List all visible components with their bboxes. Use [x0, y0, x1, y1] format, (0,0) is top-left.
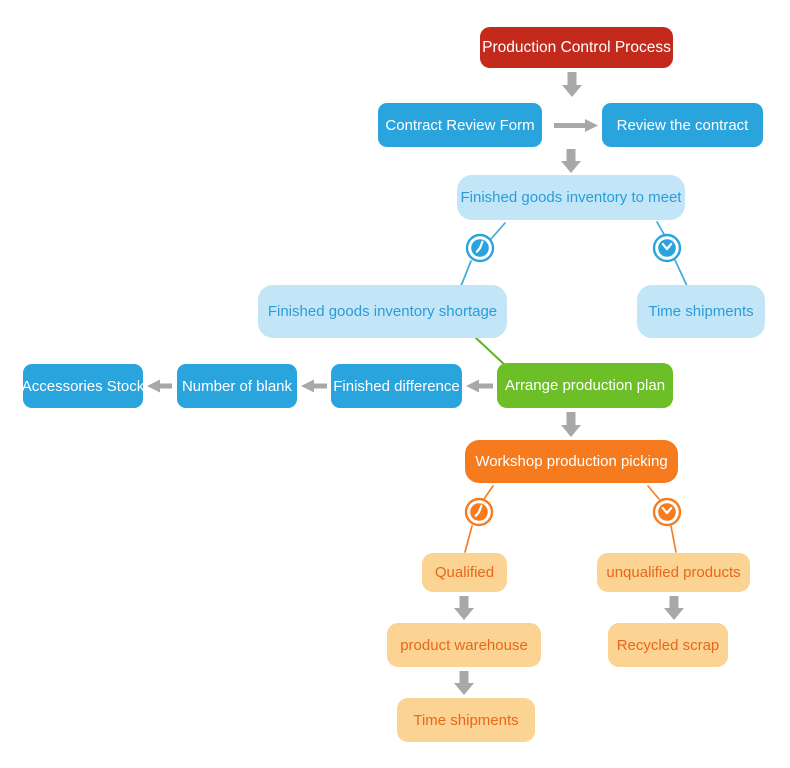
- node-time-shipments-lower: Time shipments: [397, 698, 535, 742]
- connector-line: [647, 485, 660, 500]
- arrow-right: [554, 119, 598, 132]
- node-unqualified-products: unqualified products: [597, 553, 750, 592]
- arrow-left: [147, 379, 172, 393]
- node-finished-difference: Finished difference: [331, 364, 462, 408]
- arrow-down: [664, 596, 684, 620]
- arrow-down: [561, 412, 581, 437]
- connector-line: [656, 221, 666, 237]
- arrow-down: [454, 671, 474, 695]
- node-workshop-production-picking: Workshop production picking: [465, 440, 678, 483]
- node-production-control-process: Production Control Process: [480, 27, 673, 68]
- node-product-warehouse: product warehouse: [387, 623, 541, 667]
- connector-line: [490, 222, 506, 240]
- clock-icon: [464, 497, 494, 527]
- node-time-shipments-upper: Time shipments: [637, 285, 765, 338]
- arrow-left: [301, 379, 327, 393]
- node-finished-goods-inventory-shortage: Finished goods inventory shortage: [258, 285, 507, 338]
- node-recycled-scrap: Recycled scrap: [608, 623, 728, 667]
- node-accessories-stock: Accessories Stock: [22, 364, 144, 408]
- connector-line: [483, 485, 494, 500]
- node-review-the-contract: Review the contract: [602, 103, 763, 147]
- node-arrange-production-plan: Arrange production plan: [497, 363, 673, 408]
- arrow-down: [562, 72, 582, 97]
- clock-icon: [652, 497, 682, 527]
- node-qualified: Qualified: [422, 553, 507, 592]
- node-number-of-blank: Number of blank: [177, 364, 297, 408]
- clock-icon: [652, 233, 682, 263]
- connector-line: [475, 337, 507, 367]
- arrow-down: [454, 596, 474, 620]
- arrow-left: [466, 379, 493, 393]
- connector-line: [460, 260, 472, 287]
- connector-line: [670, 525, 677, 553]
- connector-line: [464, 525, 473, 553]
- node-contract-review-form: Contract Review Form: [378, 103, 542, 147]
- arrow-down: [561, 149, 581, 173]
- node-finished-goods-inventory-to-meet: Finished goods inventory to meet: [457, 175, 685, 220]
- connector-line: [674, 259, 688, 287]
- clock-icon: [465, 233, 495, 263]
